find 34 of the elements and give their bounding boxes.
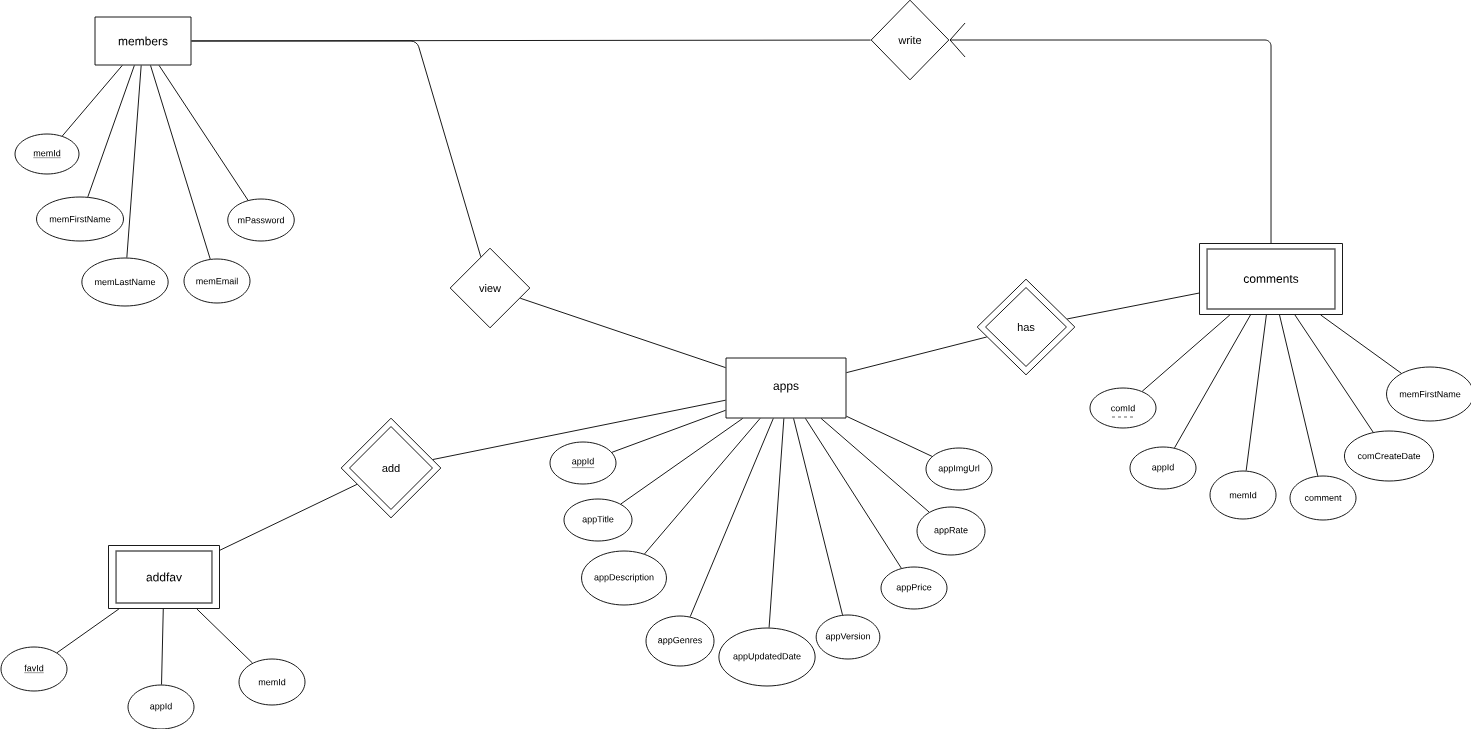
connector-line [949,22,1272,244]
weak-entity-box: addfav [108,545,220,609]
connector-line [644,418,761,555]
connector-line [219,483,358,551]
connector-line [846,415,933,457]
connector-line [620,418,744,505]
entity-box: members [94,16,192,66]
connector-line [1294,314,1374,433]
connector-line [158,65,249,201]
connector-line [191,40,482,258]
connector-line [1174,314,1251,449]
connector-line [432,399,726,460]
connector-line [196,608,253,664]
connector-line [846,336,988,374]
connector-line [1066,292,1200,320]
connector-line [56,608,120,654]
connector-line [150,65,211,260]
connector-line [161,608,164,685]
connector-line [1320,314,1402,374]
connector-line [87,65,135,198]
connector-line [689,418,774,618]
weak-entity-box: comments [1199,243,1343,315]
connector-line [1279,314,1319,477]
connector-line [820,418,930,513]
connector-line [793,418,843,616]
connector-line [1141,314,1231,392]
connector-line [519,297,726,369]
connector-line [805,418,902,569]
entity-box: apps [725,357,847,419]
connector-line [126,65,142,259]
connector-line [1245,314,1267,472]
connector-line [611,409,726,453]
connector-line [768,418,785,629]
connector-line [61,65,123,137]
